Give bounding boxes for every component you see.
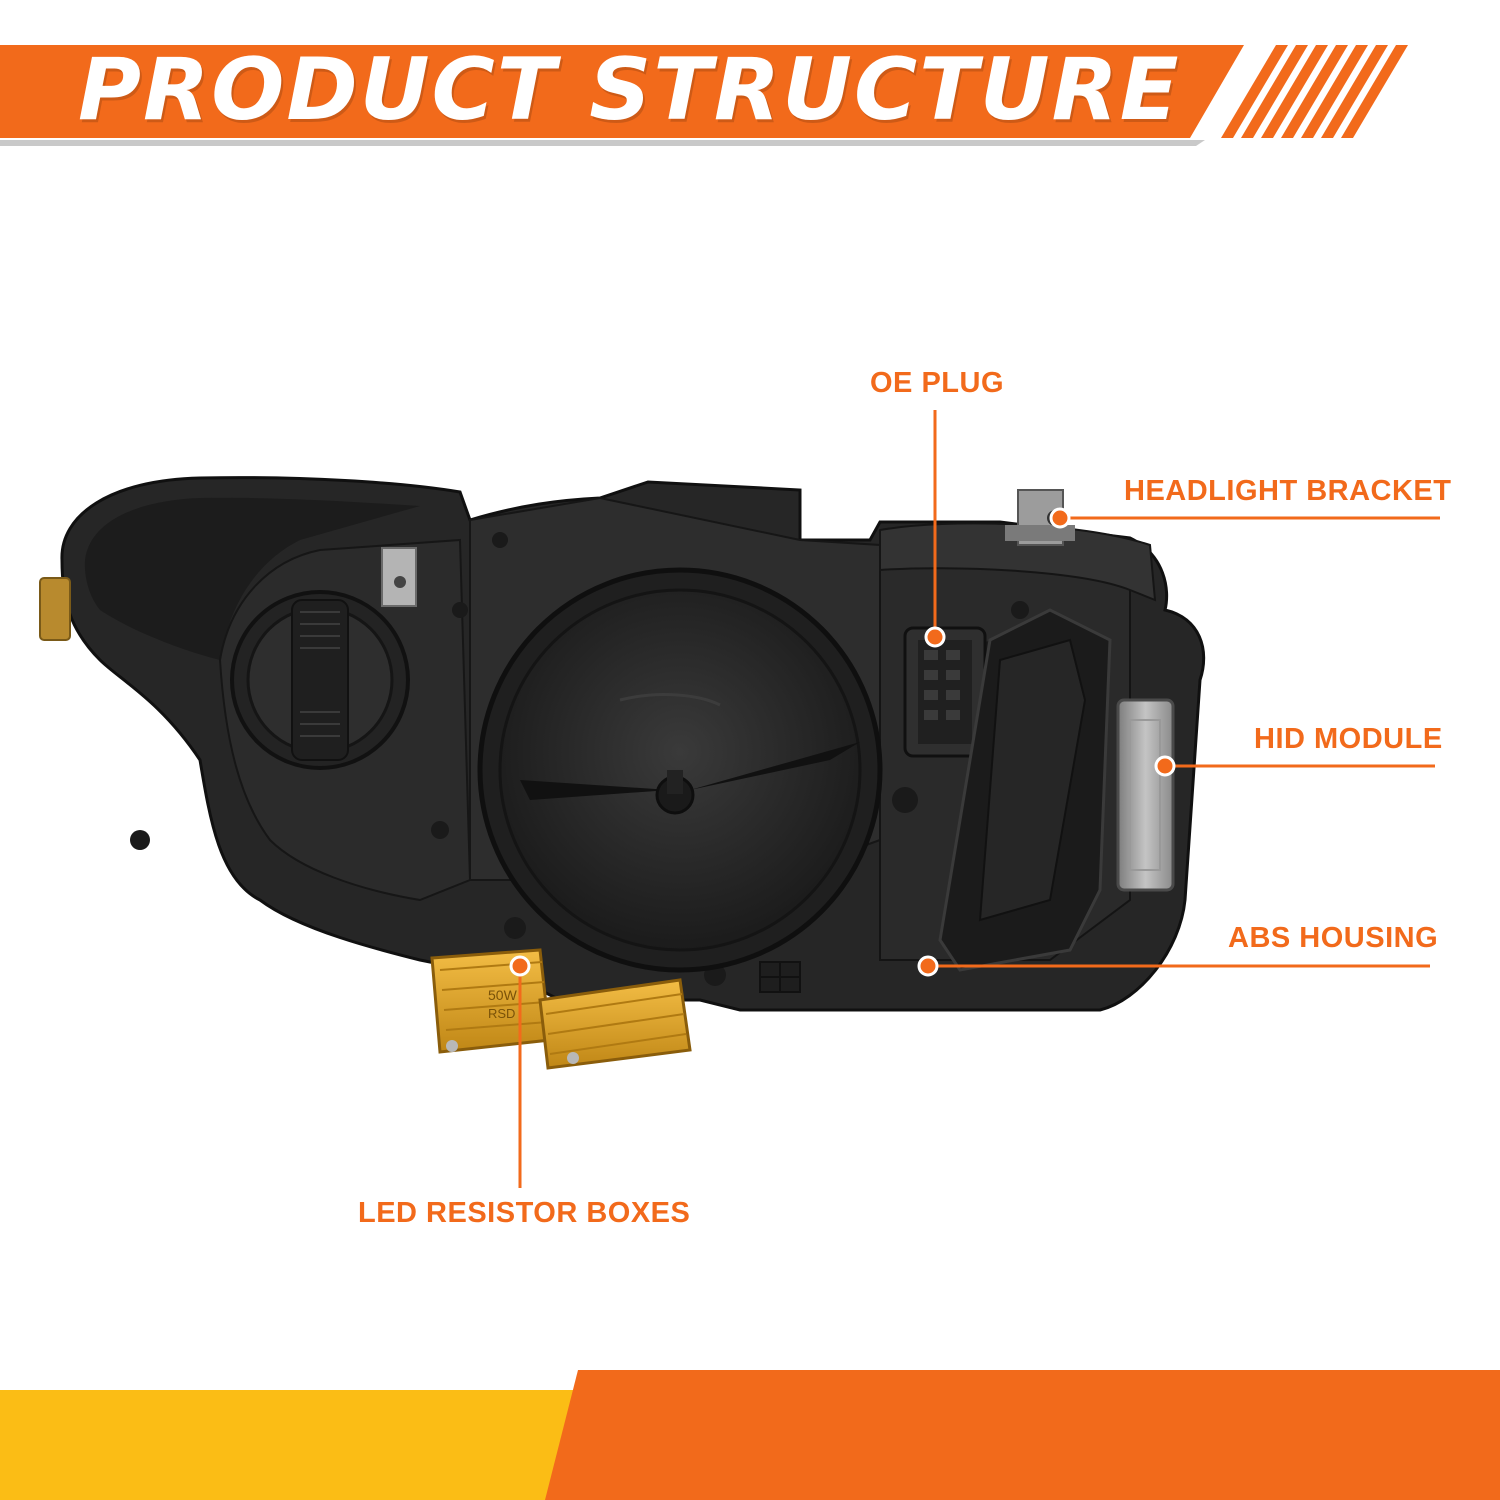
- resistor-marking-1: 50W: [488, 987, 518, 1003]
- dot-oe-plug: [924, 626, 946, 648]
- dot-hid-module: [1154, 755, 1176, 777]
- label-headlight-bracket: HEADLIGHT BRACKET: [1124, 475, 1452, 507]
- dot-headlight-bracket: [1049, 507, 1071, 529]
- dot-abs-housing: [917, 955, 939, 977]
- footer-bar: [0, 1370, 1500, 1500]
- bulb-cap-small: [230, 590, 410, 770]
- side-brass-clip: [39, 577, 71, 641]
- oe-plug-part: [903, 626, 987, 758]
- label-oe-plug: OE PLUG: [870, 367, 1005, 399]
- footer-yellow-band: [0, 1390, 600, 1500]
- callout-leaders: [509, 410, 1440, 1188]
- banner-shadow-stripe: [0, 140, 1205, 146]
- label-led-resistor-boxes: LED RESISTOR BOXES: [358, 1197, 691, 1229]
- label-hid-module: HID MODULE: [1254, 723, 1443, 755]
- label-abs-housing: ABS HOUSING: [1228, 922, 1439, 954]
- left-metal-bracket: [381, 547, 417, 607]
- dot-led-resistor: [509, 955, 531, 977]
- resistor-box-1: 50W RSD: [430, 948, 552, 1054]
- resistor-marking-2: RSD: [488, 1006, 515, 1021]
- footer-orange-band: [545, 1370, 1500, 1500]
- page-title: PRODUCT STRUCTURE: [78, 40, 1181, 140]
- resistor-box-2: [538, 978, 692, 1070]
- title-banner: [0, 45, 1408, 146]
- hid-module-part: [1116, 698, 1175, 892]
- main-dust-cap: [477, 567, 883, 973]
- banner-hatch-stripes: [1221, 45, 1408, 138]
- banner-bar: [0, 45, 1244, 138]
